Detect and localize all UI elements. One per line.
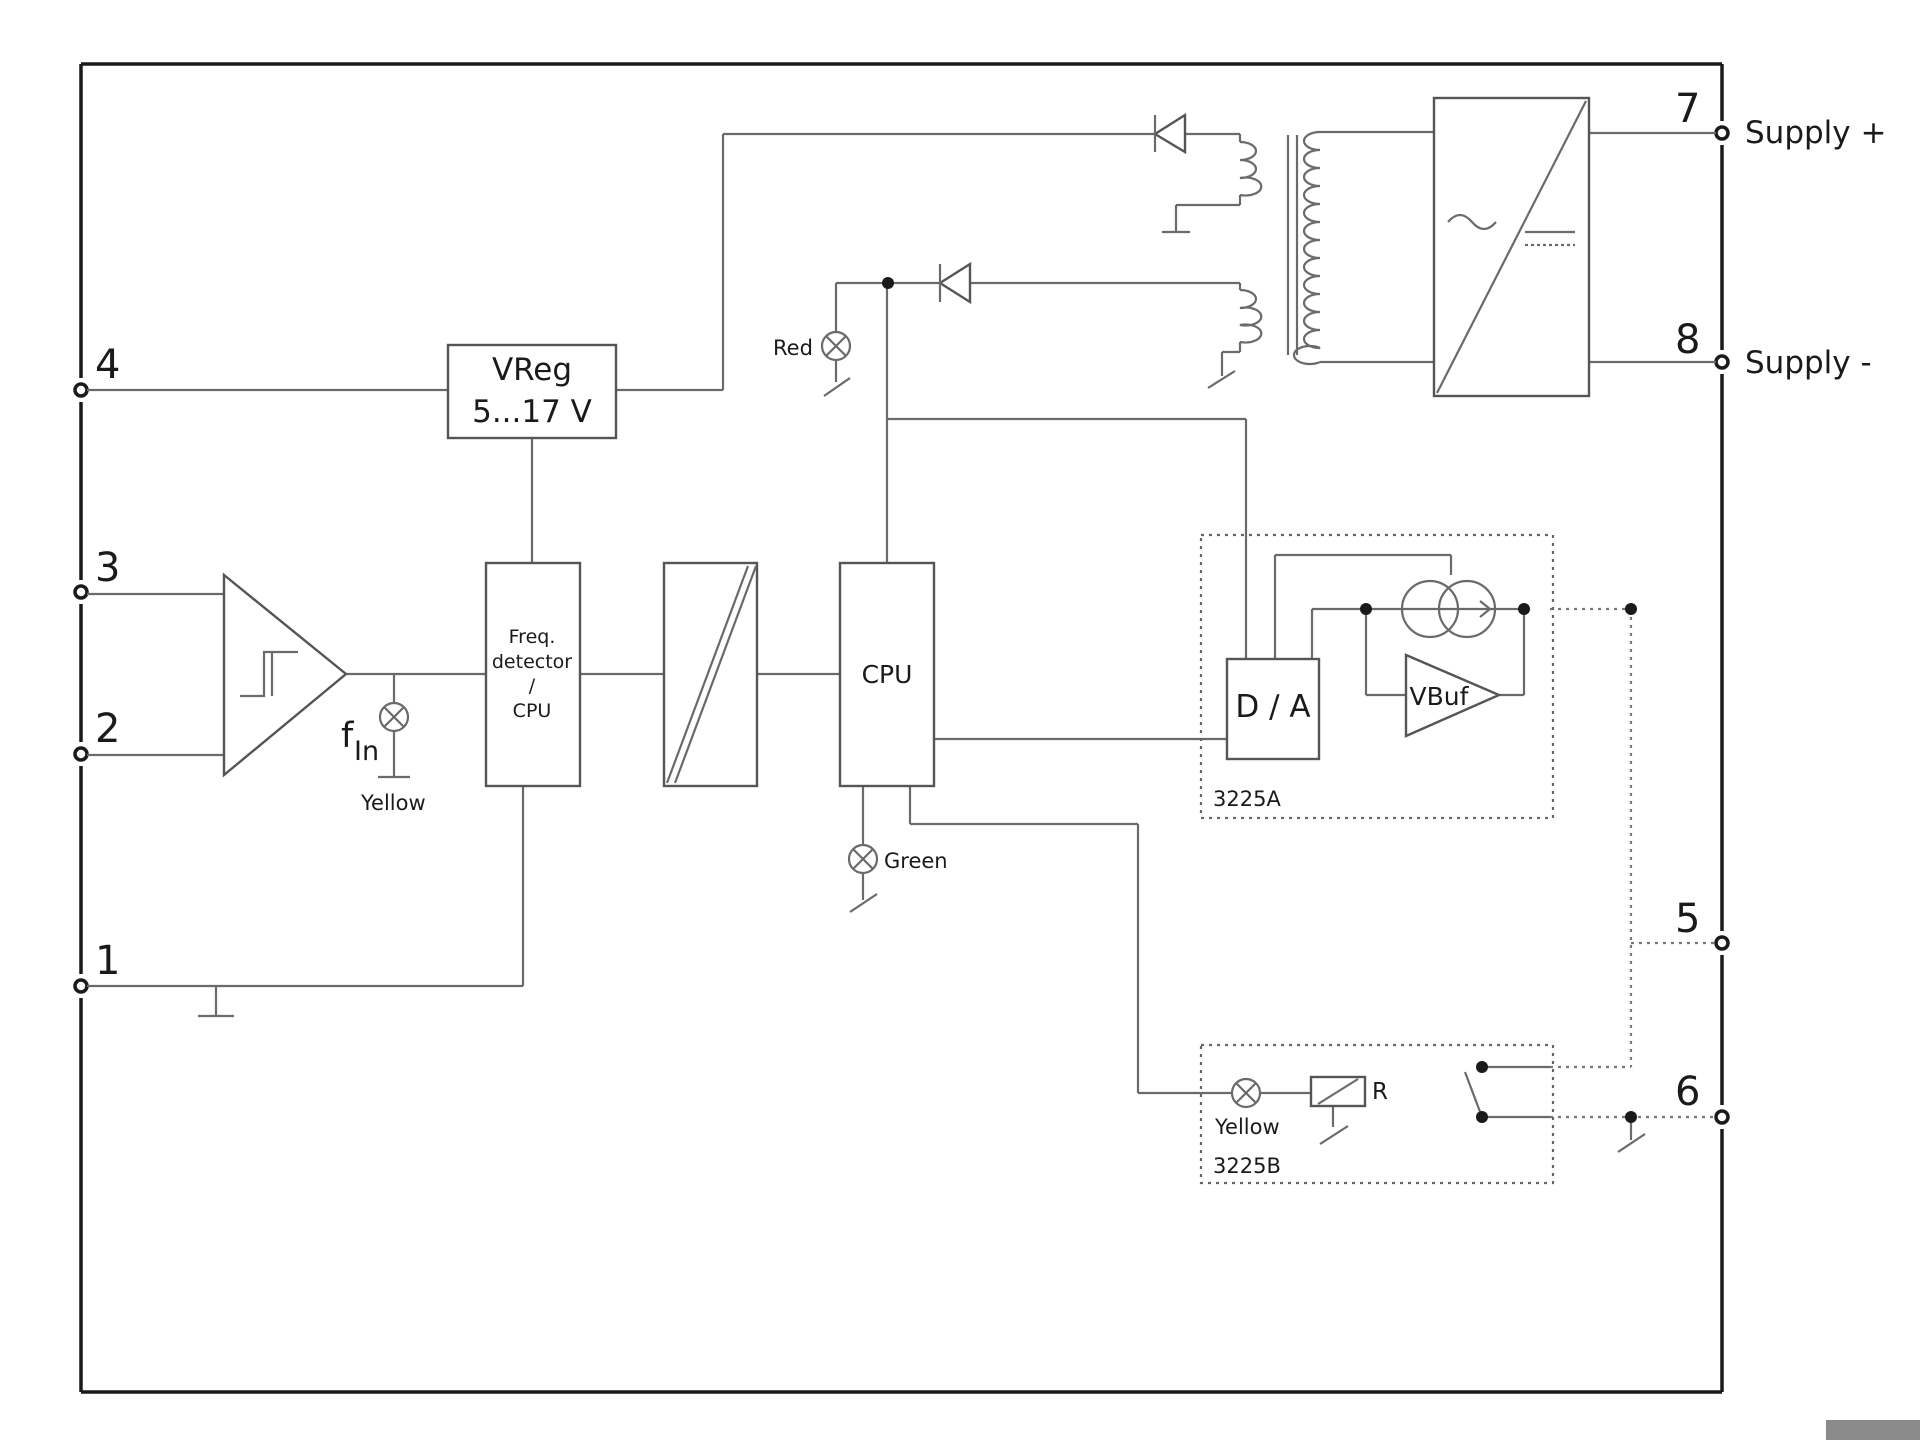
terminal-8 xyxy=(1714,354,1730,370)
terminal-5 xyxy=(1714,935,1730,951)
terminal-3 xyxy=(73,584,89,600)
terminal-7-label: 7 xyxy=(1675,86,1700,132)
led-red-label: Red xyxy=(773,336,813,360)
freq-detector-line3: / xyxy=(529,675,536,697)
cpu-block: CPU xyxy=(838,561,936,788)
diode-lower xyxy=(937,261,972,305)
module-3225b: 3225B xyxy=(1199,1043,1555,1185)
da-block: D / A xyxy=(1225,657,1321,761)
module-3225a-label: 3225A xyxy=(1213,787,1281,811)
led-yellow-relay-icon xyxy=(1230,1077,1262,1109)
transformer-symbol xyxy=(1239,130,1321,366)
led-yellow-relay-label: Yellow xyxy=(1214,1115,1280,1139)
module-3225a: 3225A xyxy=(1199,533,1555,820)
led-yellow-input-icon xyxy=(378,701,410,733)
relay-label: R xyxy=(1372,1079,1388,1105)
f-in-main: f xyxy=(341,716,354,756)
isolation-block xyxy=(662,561,759,788)
led-green-label: Green xyxy=(884,849,948,873)
relay-coil: R xyxy=(1309,1075,1388,1108)
terminal-2-label: 2 xyxy=(95,706,120,752)
terminal-labels: 4 3 2 1 7 8 5 6 xyxy=(95,86,1700,1115)
wiring xyxy=(87,130,1716,1153)
terminal-8-label: 8 xyxy=(1675,317,1700,363)
terminal-6 xyxy=(1714,1109,1730,1125)
led-red-icon xyxy=(820,330,852,362)
da-label: D / A xyxy=(1235,689,1310,725)
vreg-range-label: 5...17 V xyxy=(472,394,592,430)
corner-tab xyxy=(1826,1420,1920,1440)
terminal-5-label: 5 xyxy=(1675,896,1700,942)
led-labels: Red Green Yellow Yellow xyxy=(360,336,1280,1139)
terminal-4-label: 4 xyxy=(95,342,120,388)
led-green-icon xyxy=(847,843,879,875)
terminal-2 xyxy=(73,746,89,762)
supply-labels: Supply + Supply - xyxy=(1745,115,1886,381)
vbuf-amplifier: VBuf xyxy=(1404,653,1503,738)
vreg-block: VReg 5...17 V xyxy=(446,343,618,440)
dotted-connections xyxy=(1550,607,1716,1119)
module-3225b-label: 3225B xyxy=(1213,1154,1281,1178)
device-frame xyxy=(79,62,1724,1394)
terminal-6-label: 6 xyxy=(1675,1069,1700,1115)
freq-detector-line1: Freq. xyxy=(509,626,556,648)
f-in-label: f In xyxy=(341,716,379,767)
diode-upper xyxy=(1152,112,1187,155)
terminal-7 xyxy=(1714,125,1730,141)
freq-detector-block: Freq. detector / CPU xyxy=(484,561,582,788)
ac-dc-converter xyxy=(1432,96,1591,398)
terminal-3-label: 3 xyxy=(95,545,120,591)
comparator-symbol xyxy=(222,572,348,778)
ground-symbols xyxy=(198,370,1349,1145)
terminal-1 xyxy=(73,978,89,994)
cpu-label: CPU xyxy=(862,660,913,689)
vreg-label: VReg xyxy=(492,352,572,388)
freq-detector-line4: CPU xyxy=(513,700,552,722)
f-in-subscript: In xyxy=(354,736,379,767)
junctions xyxy=(882,277,1637,1123)
supply-plus-label: Supply + xyxy=(1745,115,1886,151)
terminal-1-label: 1 xyxy=(95,938,120,984)
current-source-symbol xyxy=(1400,579,1497,639)
led-yellow-input-label: Yellow xyxy=(360,791,426,815)
vbuf-label: VBuf xyxy=(1410,682,1470,711)
freq-detector-line2: detector xyxy=(492,651,572,673)
supply-minus-label: Supply - xyxy=(1745,345,1872,381)
terminal-4 xyxy=(73,382,89,398)
